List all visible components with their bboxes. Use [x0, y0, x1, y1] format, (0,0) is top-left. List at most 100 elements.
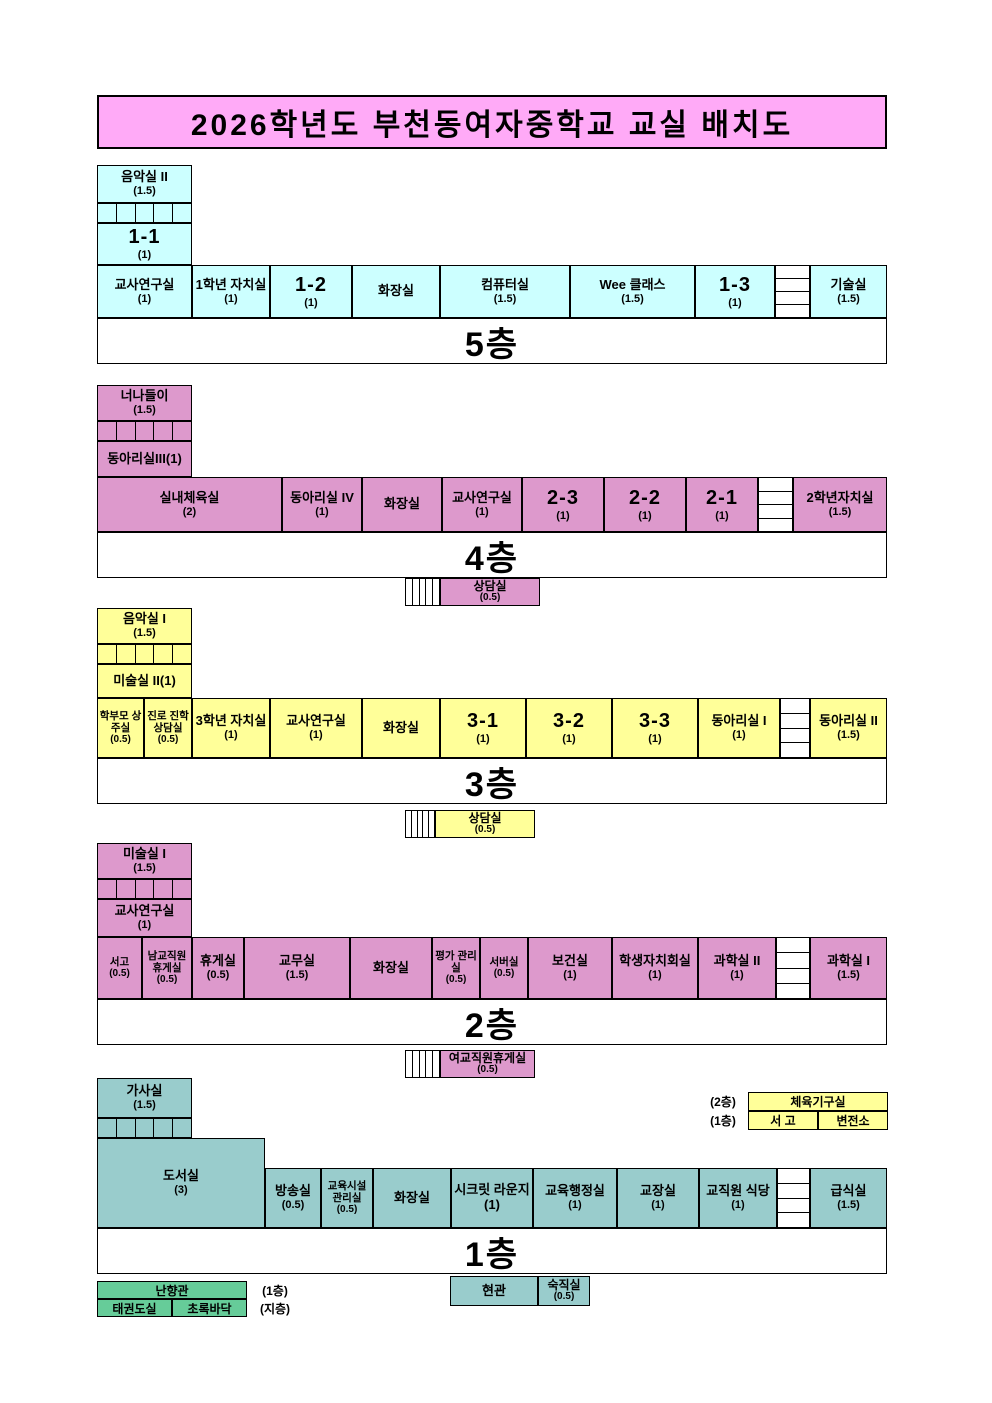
class-1-3: 1-3(1): [695, 265, 775, 318]
counseling-room-3f-label: 상담실: [468, 811, 502, 826]
substation: 변전소: [818, 1111, 888, 1130]
home-ec-room-label: 가사실: [126, 1083, 163, 1099]
career-counseling-room-size: (0.5): [157, 734, 179, 746]
male-staff-lounge: 남교직원 휴게실(0.5): [142, 937, 192, 999]
principal-office: 교장실(1): [617, 1168, 699, 1228]
music-room-2-size: (1.5): [133, 185, 156, 198]
class-3-1-label: 3-1: [467, 710, 499, 733]
admin-office: 교육행정실(1): [533, 1168, 617, 1228]
label-1f-note: (1층): [710, 1114, 736, 1128]
server-room: 서버실(0.5): [480, 937, 528, 999]
class-2-2-size: (1): [638, 509, 652, 522]
stair-step: [117, 645, 136, 663]
grade1-council-room-size: (1): [224, 292, 238, 305]
floor-bar-3f: 3층: [97, 758, 887, 804]
stair-step: [777, 953, 809, 969]
health-room-size: (1): [563, 969, 577, 982]
stair-step: [412, 811, 418, 837]
broadcast-room: 방송실(0.5): [265, 1168, 321, 1228]
class-2-2: 2-2(1): [604, 477, 686, 532]
class-2-3-label: 2-3: [547, 486, 579, 509]
secret-lounge: 시크릿 라운지(1): [451, 1168, 533, 1228]
club-room-1: 동아리실 I(1): [698, 698, 780, 758]
teacher-research-room-4f-size: (1): [475, 505, 489, 518]
class-3-2-label: 3-2: [553, 710, 585, 733]
stair-step: [420, 579, 427, 605]
teacher-research-room-3f-size: (1): [309, 729, 323, 742]
stair-step: [406, 1051, 413, 1077]
indoor-gym-size: (2): [182, 505, 197, 518]
grade2-council-room: 2학년자치실(1.5): [793, 477, 887, 532]
counseling-room-4f-label: 상담실: [473, 579, 507, 594]
science-room-2: 과학실 II(1): [698, 937, 776, 999]
stair-step: [136, 1119, 155, 1137]
stair-step: [778, 1199, 809, 1214]
stair-step: [413, 579, 420, 605]
stair-step: [778, 1169, 809, 1184]
club-room-4-size: (1): [315, 505, 329, 518]
art-room-1-size: (1.5): [133, 862, 156, 875]
computer-room-size: (1.5): [493, 292, 517, 305]
floor-bar-5f: 5층: [97, 318, 887, 364]
stair-step: [776, 279, 809, 292]
class-3-3-size: (1): [648, 733, 662, 746]
tech-room: 기술실(1.5): [810, 265, 887, 318]
stair-step: [154, 645, 174, 663]
stair-step: [98, 645, 117, 663]
science-room-1-label: 과학실 I: [826, 953, 871, 969]
stair-step: [173, 880, 191, 898]
stairs-icon: [97, 1118, 192, 1138]
teacher-research-room-5f-size: (1): [137, 292, 152, 305]
teacher-research-room-3f-label: 교사연구실: [286, 713, 346, 729]
stairs-icon: [758, 477, 793, 532]
class-3-2: 3-2(1): [526, 698, 612, 758]
library: 도서실(3): [97, 1138, 265, 1228]
stair-step: [98, 422, 117, 440]
club-room-2-label: 동아리실 II: [819, 713, 878, 729]
class-1-1: 1-1(1): [97, 223, 192, 265]
stair-step: [781, 714, 809, 729]
male-staff-lounge-label: 남교직원 휴게실: [147, 950, 187, 975]
parent-room-size: (0.5): [110, 734, 131, 746]
home-ec-room-size: (1.5): [133, 1099, 156, 1112]
class-2-2-label: 2-2: [629, 486, 661, 509]
stair-step: [781, 729, 809, 744]
stair-step: [777, 969, 809, 984]
taekwondo-room: 태권도실: [97, 1299, 172, 1317]
club-room-1-size: (1): [732, 729, 746, 742]
indoor-gym: 실내체육실(2): [97, 477, 282, 532]
class-1-3-label: 1-3: [719, 273, 751, 296]
lounge-size: (0.5): [206, 969, 230, 982]
counseling-room-4f-size: (0.5): [479, 592, 501, 604]
stair-step: [777, 984, 809, 998]
admin-office-size: (1): [568, 1199, 582, 1212]
female-staff-lounge: 여교직원휴게실(0.5): [440, 1050, 535, 1078]
student-council-room-size: (1): [648, 969, 662, 982]
club-room-4-label: 동아리실 IV: [290, 489, 354, 505]
floor-bar-1f: 1층: [97, 1228, 887, 1274]
evaluation-room-size: (0.5): [445, 974, 467, 986]
stair-step: [759, 478, 792, 492]
server-room-size: (0.5): [493, 968, 515, 980]
class-2-1-label: 2-1: [706, 486, 738, 509]
stairs-icon: [775, 265, 810, 318]
stair-step: [776, 266, 809, 279]
stair-step: [433, 1051, 439, 1077]
class-3-2-size: (1): [562, 733, 576, 746]
tech-room-size: (1.5): [837, 292, 860, 305]
music-room-1: 음악실 I(1.5): [97, 608, 192, 644]
art-room-1: 미술실 I(1.5): [97, 843, 192, 879]
music-room-1-size: (1.5): [133, 627, 156, 640]
floor-bar-label-5f: 5층: [464, 325, 520, 364]
stairs-icon: [780, 698, 810, 758]
broadcast-room-size: (0.5): [281, 1199, 305, 1212]
teacher-research-room-2f-label: 교사연구실: [114, 903, 175, 919]
grade3-council-room: 3학년 자치실(1): [192, 698, 270, 758]
stair-step: [426, 1051, 434, 1077]
stair-step: [776, 305, 809, 317]
restroom-2f: 화장실: [350, 937, 432, 999]
night-duty-room-size: (0.5): [553, 1291, 575, 1303]
science-room-1: 과학실 I(1.5): [810, 937, 887, 999]
stair-step: [777, 938, 809, 954]
class-2-3: 2-3(1): [522, 477, 604, 532]
